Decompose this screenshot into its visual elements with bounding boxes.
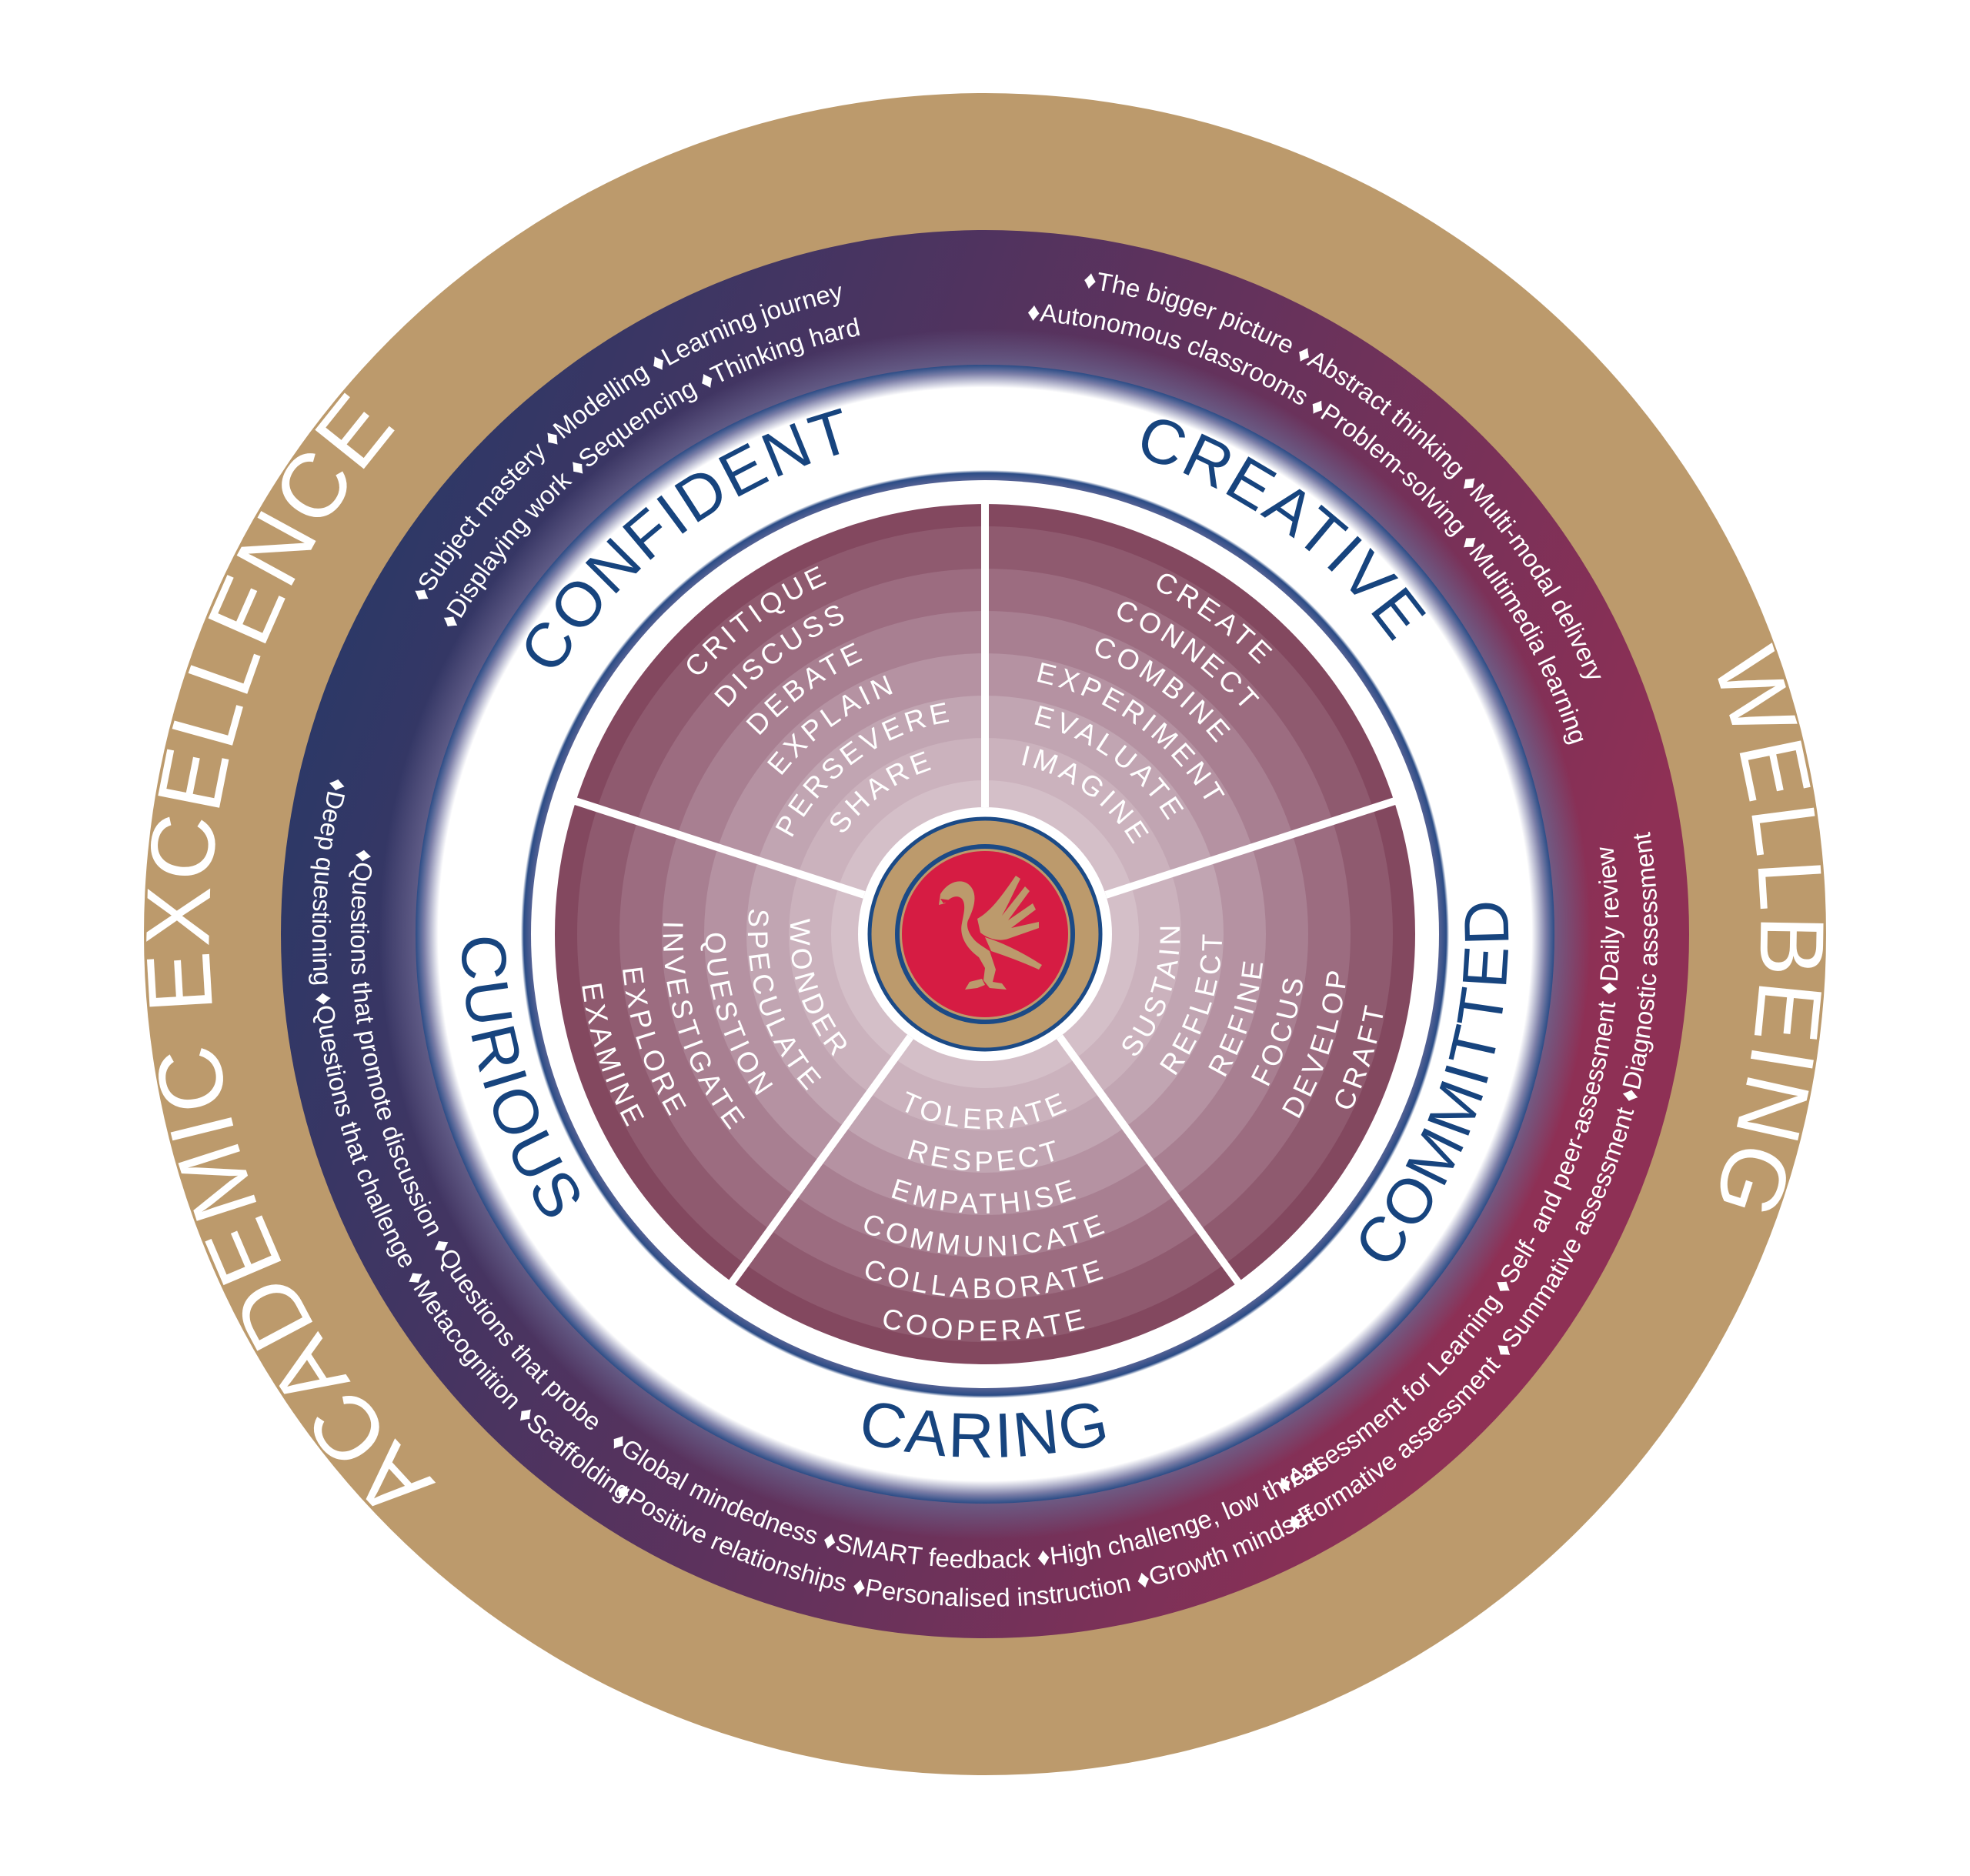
wedge-divider	[572, 796, 866, 899]
school-emblem	[858, 807, 1112, 1061]
wedge-divider	[727, 1034, 914, 1287]
wedge-divider	[1104, 796, 1398, 899]
liver-bird-icon	[939, 876, 1042, 990]
wedge-divider	[1056, 1034, 1243, 1287]
